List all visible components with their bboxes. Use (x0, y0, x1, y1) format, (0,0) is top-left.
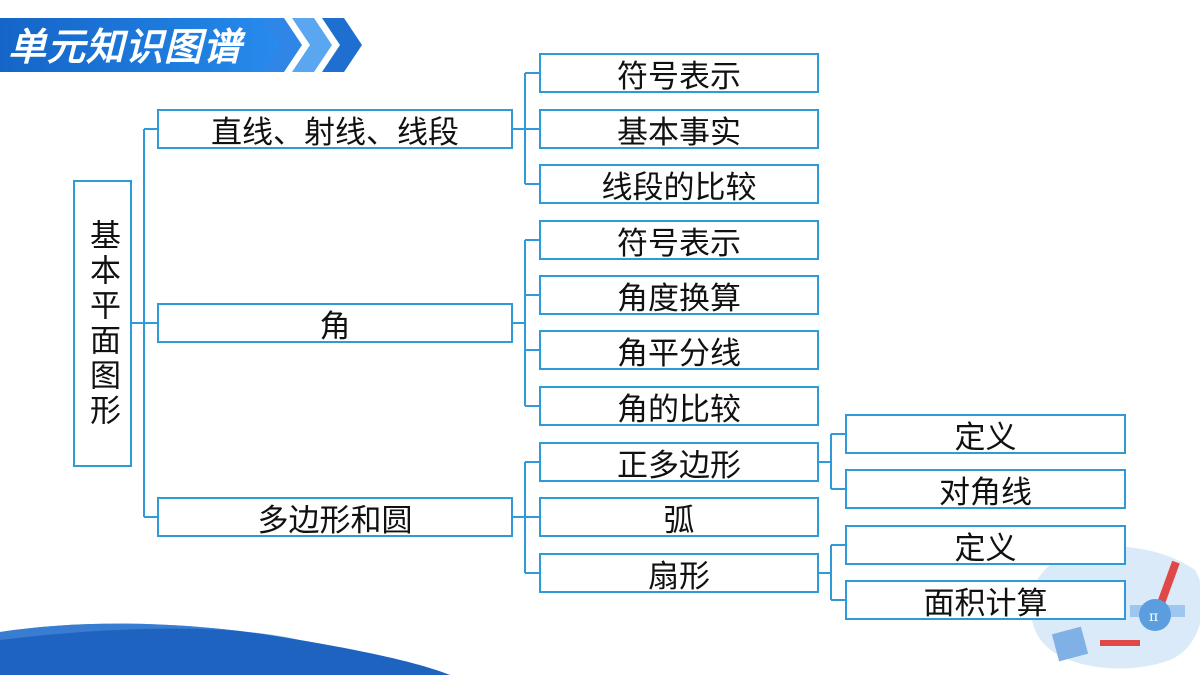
node-regular-polygon-definition: 定义 (845, 414, 1126, 456)
page-title: 单元知识图谱 (8, 25, 243, 69)
node-angle-bisector: 角平分线 (539, 330, 819, 372)
node-regular-polygon-diagonal: 对角线 (845, 469, 1126, 511)
node-line-compare: 线段的比较 (539, 164, 819, 206)
node-line-ray-segment: 直线、射线、线段 (157, 109, 513, 151)
node-sector: 扇形 (539, 553, 819, 595)
node-polygon-circle: 多边形和圆 (157, 497, 513, 539)
node-angle: 角 (157, 303, 513, 345)
title-banner (0, 18, 285, 72)
node-arc: 弧 (539, 497, 819, 539)
node-sector-area: 面积计算 (845, 580, 1126, 622)
node-angle-compare: 角的比较 (539, 386, 819, 428)
root-node: 基本平面图形 (73, 180, 132, 467)
node-sector-definition: 定义 (845, 525, 1126, 567)
svg-text:π: π (1149, 609, 1158, 625)
node-regular-polygon: 正多边形 (539, 442, 819, 484)
node-angle-conversion: 角度换算 (539, 275, 819, 317)
node-angle-notation: 符号表示 (539, 220, 819, 262)
node-line-notation: 符号表示 (539, 53, 819, 95)
node-line-facts: 基本事实 (539, 109, 819, 151)
